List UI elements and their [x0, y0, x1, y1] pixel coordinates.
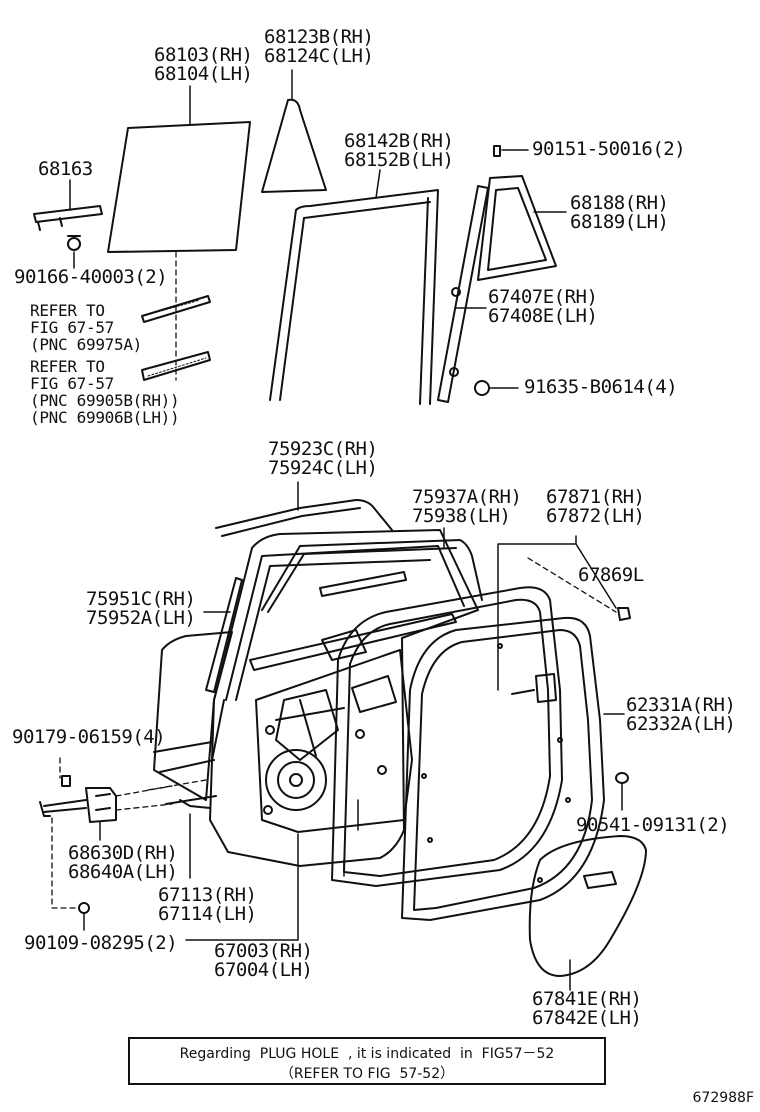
label-refer-2: REFER TO FIG 67-57 (PNC 69905B(RH)) (PNC… [30, 357, 180, 427]
label-67871: 67871(RH) 67872(LH) [546, 486, 645, 527]
frame-molding-75937 [261, 539, 483, 613]
label-75951: 75951C(RH) 75952A(LH) [86, 588, 196, 629]
label-68163: 68163 [38, 158, 93, 180]
label-90109: 90109-08295(2) [24, 932, 178, 954]
division-bar [437, 185, 489, 403]
belt-weatherstrip [249, 571, 457, 671]
label-90179: 90179-06159(4) [12, 726, 166, 748]
door-weatherstrip-62331 [331, 586, 563, 887]
label-68630: 68630D(RH) 68640A(LH) [68, 842, 178, 883]
label-62331: 62331A(RH) 62332A(LH) [626, 694, 736, 735]
label-refer-1: REFER TO FIG 67-57 (PNC 69975A) [30, 301, 142, 354]
door-weatherstrip-67871 [401, 616, 605, 921]
door-inner-panel [255, 629, 413, 833]
run-channel [269, 189, 439, 405]
label-68188: 68188(RH) 68189(LH) [570, 192, 669, 233]
label-68142: 68142B(RH) 68152B(LH) [344, 130, 454, 171]
outside-molding-75951 [205, 577, 243, 693]
label-90166: 90166-40003(2) [14, 266, 168, 288]
door-glass [107, 121, 251, 253]
label-75937: 75937A(RH) 75938(LH) [412, 486, 522, 527]
bolt-90179 [61, 775, 71, 787]
hinge-bracket-rear [511, 673, 557, 703]
dashed-67869 [527, 557, 617, 613]
quarter-weatherstrip [477, 175, 557, 281]
label-67841: 67841E(RH) 67842E(LH) [532, 988, 642, 1029]
quarter-glass [261, 98, 327, 193]
door-shell [209, 529, 479, 867]
label-67407: 67407E(RH) 67408E(LH) [488, 286, 598, 327]
note-line-2: （REFER TO FIG 57-52） [279, 1066, 455, 1082]
belt-molding-a [141, 295, 211, 323]
service-hole-cover [528, 835, 647, 977]
label-68123: 68123B(RH) 68124C(LH) [264, 26, 374, 67]
belt-molding-b [141, 351, 211, 381]
label-67003: 67003(RH) 67004(LH) [214, 940, 313, 981]
window-regulator [275, 689, 339, 761]
label-90541: 90541-09131(2) [576, 814, 730, 836]
door-hinge [39, 787, 117, 823]
plug-90541 [615, 772, 629, 784]
note-line-1: Regarding PLUG HOLE , it is indicated in… [179, 1046, 555, 1062]
bolt-90166 [67, 235, 81, 251]
top-molding-75923 [215, 499, 393, 537]
label-67869: 67869L [578, 564, 644, 586]
label-67113: 67113(RH) 67114(LH) [158, 884, 257, 925]
dashed-inner [147, 779, 207, 791]
label-75923: 75923C(RH) 75924C(LH) [268, 438, 378, 479]
dashed-hinge [51, 757, 173, 909]
bolt-90109 [78, 902, 90, 914]
leader-67871 [497, 535, 617, 691]
leader-67003-b [343, 799, 359, 877]
clip-67869 [617, 607, 631, 621]
screws-91635 [449, 287, 490, 396]
label-91635: 91635-B0614(4) [524, 376, 678, 398]
label-68103: 68103(RH) 68104(LH) [154, 44, 253, 85]
figure-number: 672988F [692, 1090, 755, 1106]
glass-channel [33, 205, 103, 231]
door-lower-strip [153, 741, 217, 805]
speaker-hole [265, 749, 327, 811]
label-90151: 90151-50016(2) [532, 138, 686, 160]
leader-68142 [375, 169, 381, 199]
plug-hole-note: Regarding PLUG HOLE , it is indicated in… [128, 1037, 606, 1085]
leader-67003 [185, 833, 299, 941]
screw-90151 [493, 145, 501, 157]
